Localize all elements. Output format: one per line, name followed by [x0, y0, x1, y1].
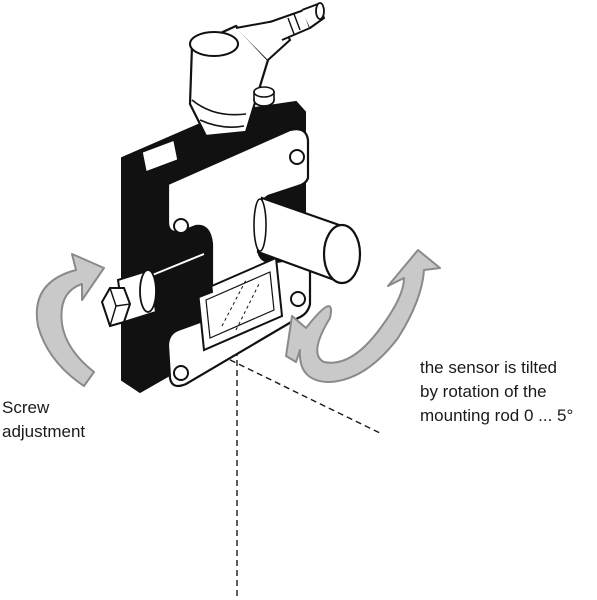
screw-hole — [289, 149, 305, 165]
mounting-rod — [253, 196, 362, 285]
tilt-label-line: the sensor is tilted — [420, 358, 558, 377]
screw-label-line: adjustment — [2, 422, 86, 441]
rotate-arrow-right-icon — [285, 249, 441, 383]
label-patch — [141, 138, 179, 174]
tilt-description-label: the sensor is tilted by rotation of the … — [420, 356, 573, 428]
tilt-label-line: by rotation of the — [420, 382, 547, 401]
screw-hole — [290, 291, 306, 307]
cable-connector — [188, 2, 326, 138]
tilt-axis — [184, 337, 383, 435]
screw-adjustment-label: Screw adjustment — [2, 396, 85, 444]
optical-window — [196, 256, 284, 352]
screw-hole — [173, 365, 189, 381]
tilt-label-line: mounting rod 0 ... 5° — [420, 406, 574, 425]
adjustment-screw — [100, 268, 158, 328]
rotate-arrow-left-icon — [35, 253, 105, 387]
screw-label-line: Screw — [2, 398, 50, 417]
screw-hole — [173, 218, 189, 234]
